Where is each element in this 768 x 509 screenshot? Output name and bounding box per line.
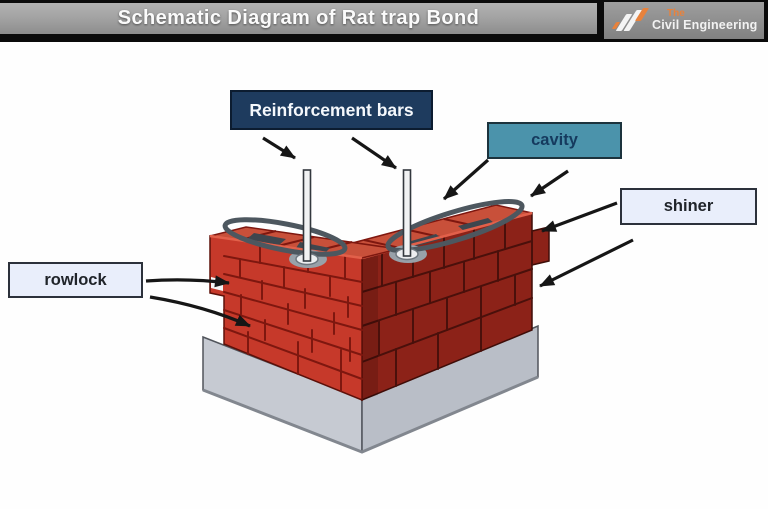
arrow-cavity-left [442, 158, 490, 201]
label-cavity-text: cavity [531, 131, 578, 149]
brick-joints-left [223, 242, 363, 392]
page-title: Schematic Diagram of Rat trap Bond [117, 7, 480, 29]
steel-loop-left [222, 217, 348, 257]
arrow-rowlock-bottom [149, 295, 251, 328]
corner-shading [362, 254, 378, 400]
arrow-shiner-top [541, 201, 618, 233]
reinforcement-bar-left [302, 169, 312, 262]
steel-loop-right [385, 199, 525, 253]
arrow-cavity-right [530, 169, 569, 198]
title-bar: Schematic Diagram of Rat trap Bond [0, 3, 597, 34]
logo-brand-bottom: Civil Engineering [652, 18, 758, 32]
label-rowlock: rowlock [8, 262, 143, 298]
label-shiner: shiner [620, 188, 757, 225]
annotation-arrows [145, 136, 634, 328]
logo-panel: The Civil Engineering [604, 2, 764, 39]
label-reinforcement-bars-text: Reinforcement bars [249, 99, 414, 120]
arrow-reinforcement-right [351, 136, 397, 170]
label-shiner-text: shiner [663, 197, 714, 215]
logo-brand-top: The [667, 8, 685, 19]
arrow-reinforcement-left [262, 136, 296, 160]
reinforcement-bar-right [402, 169, 412, 257]
header-bar: Schematic Diagram of Rat trap Bond The C… [0, 0, 768, 42]
label-cavity: cavity [487, 122, 622, 159]
cavity-slot [458, 218, 494, 231]
arrow-rowlock-top [145, 275, 230, 288]
label-rowlock-text: rowlock [44, 270, 107, 289]
label-reinforcement-bars: Reinforcement bars [230, 90, 433, 130]
wall-left-face [209, 235, 363, 402]
base-bottom-edge [202, 375, 539, 454]
cavity-slot [247, 233, 286, 245]
logo-brand: The Civil Engineering [652, 9, 758, 32]
arrow-shiner-bottom [539, 238, 634, 288]
